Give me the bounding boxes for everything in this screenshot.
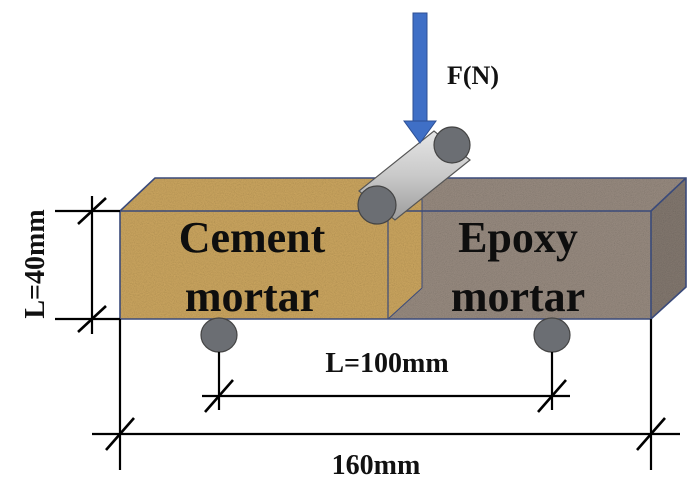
cement-label-line2: mortar <box>185 272 319 321</box>
length-dimension <box>92 319 680 470</box>
length-label: 160mm <box>332 450 421 481</box>
epoxy-top-face <box>388 178 686 211</box>
span-dimension <box>202 352 570 413</box>
span-label: L=100mm <box>325 348 448 379</box>
loading-rod <box>357 126 471 225</box>
cement-label-line1: Cement <box>179 213 326 262</box>
left-support-roller <box>200 317 238 353</box>
cement-front-face <box>120 211 388 319</box>
height-dimension <box>55 196 120 334</box>
support-rollers <box>200 317 571 353</box>
force-arrow <box>403 12 437 144</box>
loading-rod-far-end <box>433 126 471 164</box>
height-label: L=40mm <box>20 209 51 318</box>
epoxy-label-line2: mortar <box>451 272 585 321</box>
cement-top-face <box>120 178 422 211</box>
force-arrow-head <box>403 120 437 144</box>
epoxy-front-face <box>388 211 651 319</box>
epoxy-side-face <box>651 178 686 319</box>
epoxy-label-line1: Epoxy <box>458 213 578 262</box>
loading-rod-near-end <box>357 185 397 225</box>
force-label: F(N) <box>447 61 499 90</box>
specimen-prism: Cement mortar Epoxy mortar <box>119 177 687 321</box>
force-arrow-shaft <box>412 12 428 122</box>
right-support-roller <box>533 317 571 353</box>
